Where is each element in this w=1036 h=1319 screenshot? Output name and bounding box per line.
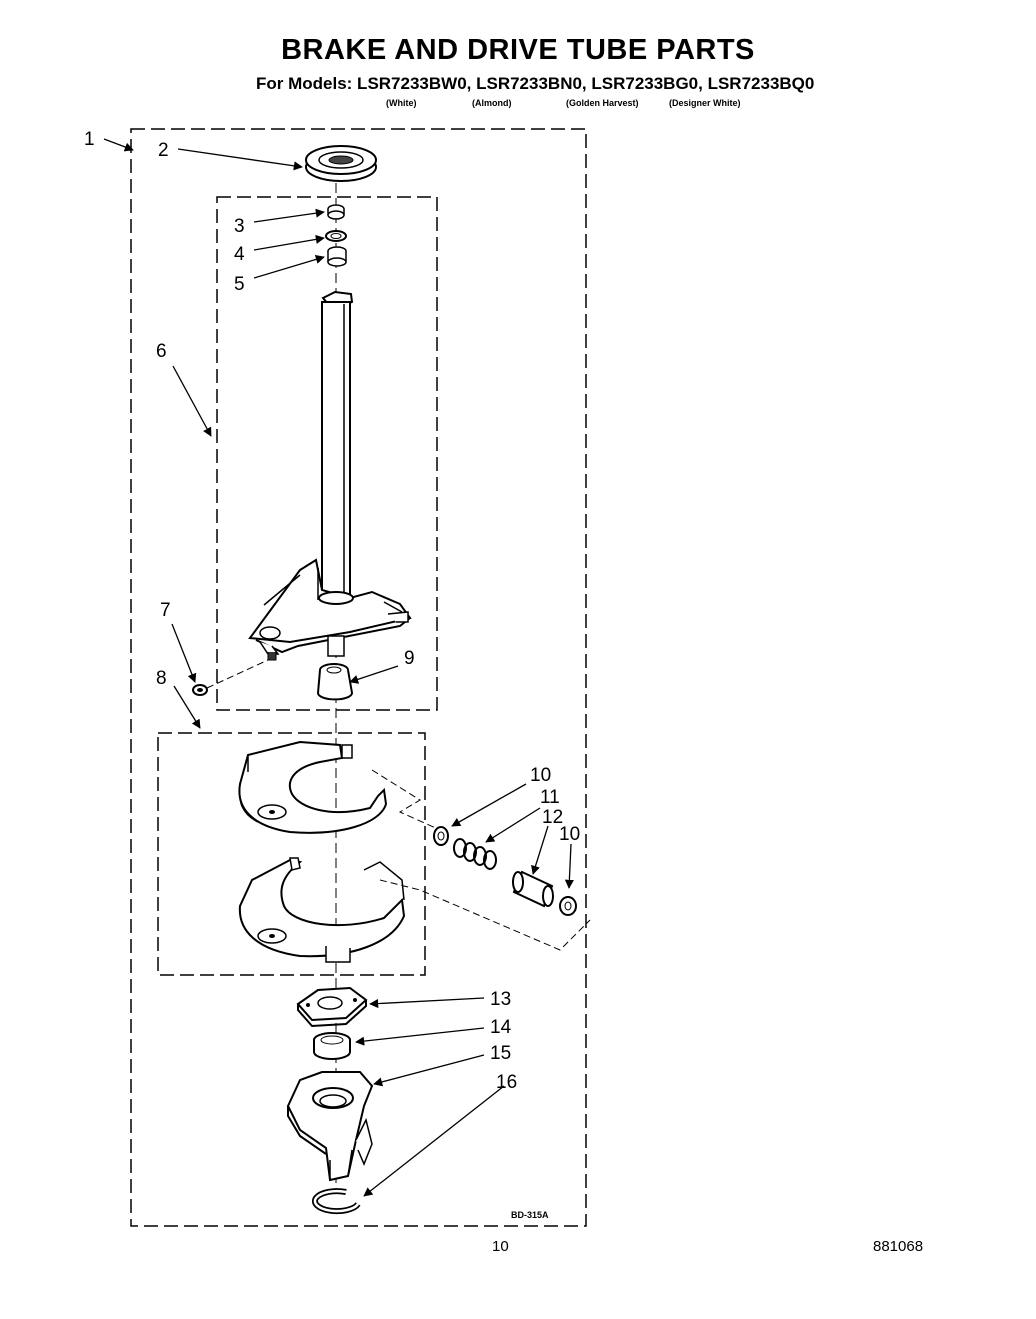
callout-4: 4 (234, 244, 245, 265)
callout-10a: 10 (530, 765, 551, 786)
callout-11: 11 (540, 787, 560, 808)
callout-6: 6 (156, 341, 167, 362)
washer-part-10a (433, 826, 449, 846)
drive-tube-part (248, 290, 412, 661)
washer-part-10b (559, 896, 577, 916)
callout-5: 5 (234, 274, 245, 295)
assembly-frame-brake-shoe (157, 732, 426, 976)
callout-16: 16 (496, 1072, 517, 1093)
callout-7: 7 (160, 600, 171, 621)
callout-10b: 10 (559, 824, 580, 845)
upper-brake-shoe (238, 740, 388, 834)
bushing-part-9 (316, 663, 354, 701)
ring-part-4 (325, 230, 347, 242)
housing-part-15 (286, 1071, 374, 1182)
pin-part-12 (512, 870, 554, 908)
callout-3: 3 (234, 216, 245, 237)
callout-12: 12 (542, 807, 563, 828)
bearing-part (305, 145, 377, 182)
color-note-golden-harvest: (Golden Harvest) (566, 98, 639, 108)
ring-part-3 (327, 204, 345, 220)
bushing-part-5 (327, 246, 347, 267)
callout-13: 13 (490, 989, 511, 1010)
callout-9: 9 (404, 648, 415, 669)
spring-part-11 (453, 838, 497, 870)
document-number: 881068 (873, 1238, 924, 1255)
page-title: BRAKE AND DRIVE TUBE PARTS (281, 34, 755, 66)
color-note-white: (White) (386, 98, 417, 108)
callout-14: 14 (490, 1017, 512, 1038)
callout-2: 2 (158, 140, 169, 161)
callout-1: 1 (84, 129, 95, 150)
diagram-code: BD-315A (511, 1210, 549, 1220)
nut-part (192, 659, 269, 696)
lower-brake-shoe (238, 857, 406, 963)
assembly-frame-outer (130, 128, 587, 1227)
assembly-frame-drive-tube (216, 196, 438, 711)
callout-15: 15 (490, 1043, 511, 1064)
snap-ring-part-16 (312, 1188, 361, 1215)
color-note-almond: (Almond) (472, 98, 512, 108)
page-number: 10 (492, 1238, 509, 1255)
color-note-designer-white: (Designer White) (669, 98, 741, 108)
models-subtitle: For Models: LSR7233BW0, LSR7233BN0, LSR7… (256, 74, 815, 93)
callout-leaders (103, 138, 574, 1197)
plate-part-13 (296, 986, 368, 1028)
ring-part-14 (313, 1032, 351, 1060)
callout-8: 8 (156, 668, 167, 689)
